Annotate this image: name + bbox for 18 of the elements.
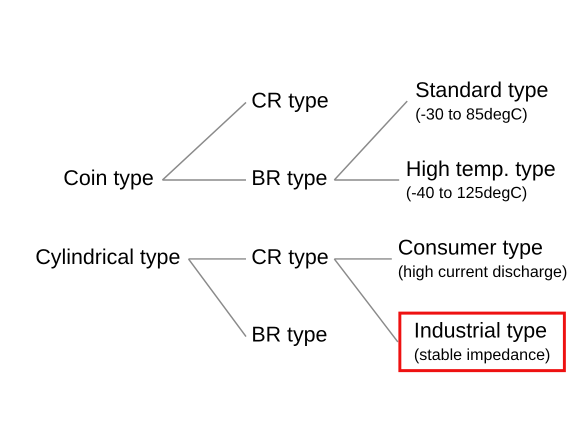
connector xyxy=(188,258,247,336)
connector xyxy=(334,178,400,180)
node-text: Coin type xyxy=(63,166,154,190)
node-text: CR type xyxy=(251,88,329,112)
node-text: Consumer type (high current discharge) xyxy=(398,235,568,281)
connector xyxy=(334,100,408,180)
node-text: High temp. type (-40 to 125degC) xyxy=(406,156,556,202)
connector xyxy=(162,101,247,180)
node-text: CR type xyxy=(251,244,329,269)
node-text: BR type xyxy=(251,322,328,346)
connector xyxy=(334,258,398,342)
node-text: BR type xyxy=(251,166,328,190)
connector xyxy=(162,178,246,180)
node-box: Industrial type (stable impedance) xyxy=(398,311,566,372)
node-text: Cylindrical type xyxy=(35,244,180,269)
node-text: Standard type (-30 to 85degC) xyxy=(415,77,548,123)
connector xyxy=(334,258,392,260)
connector xyxy=(188,258,246,260)
